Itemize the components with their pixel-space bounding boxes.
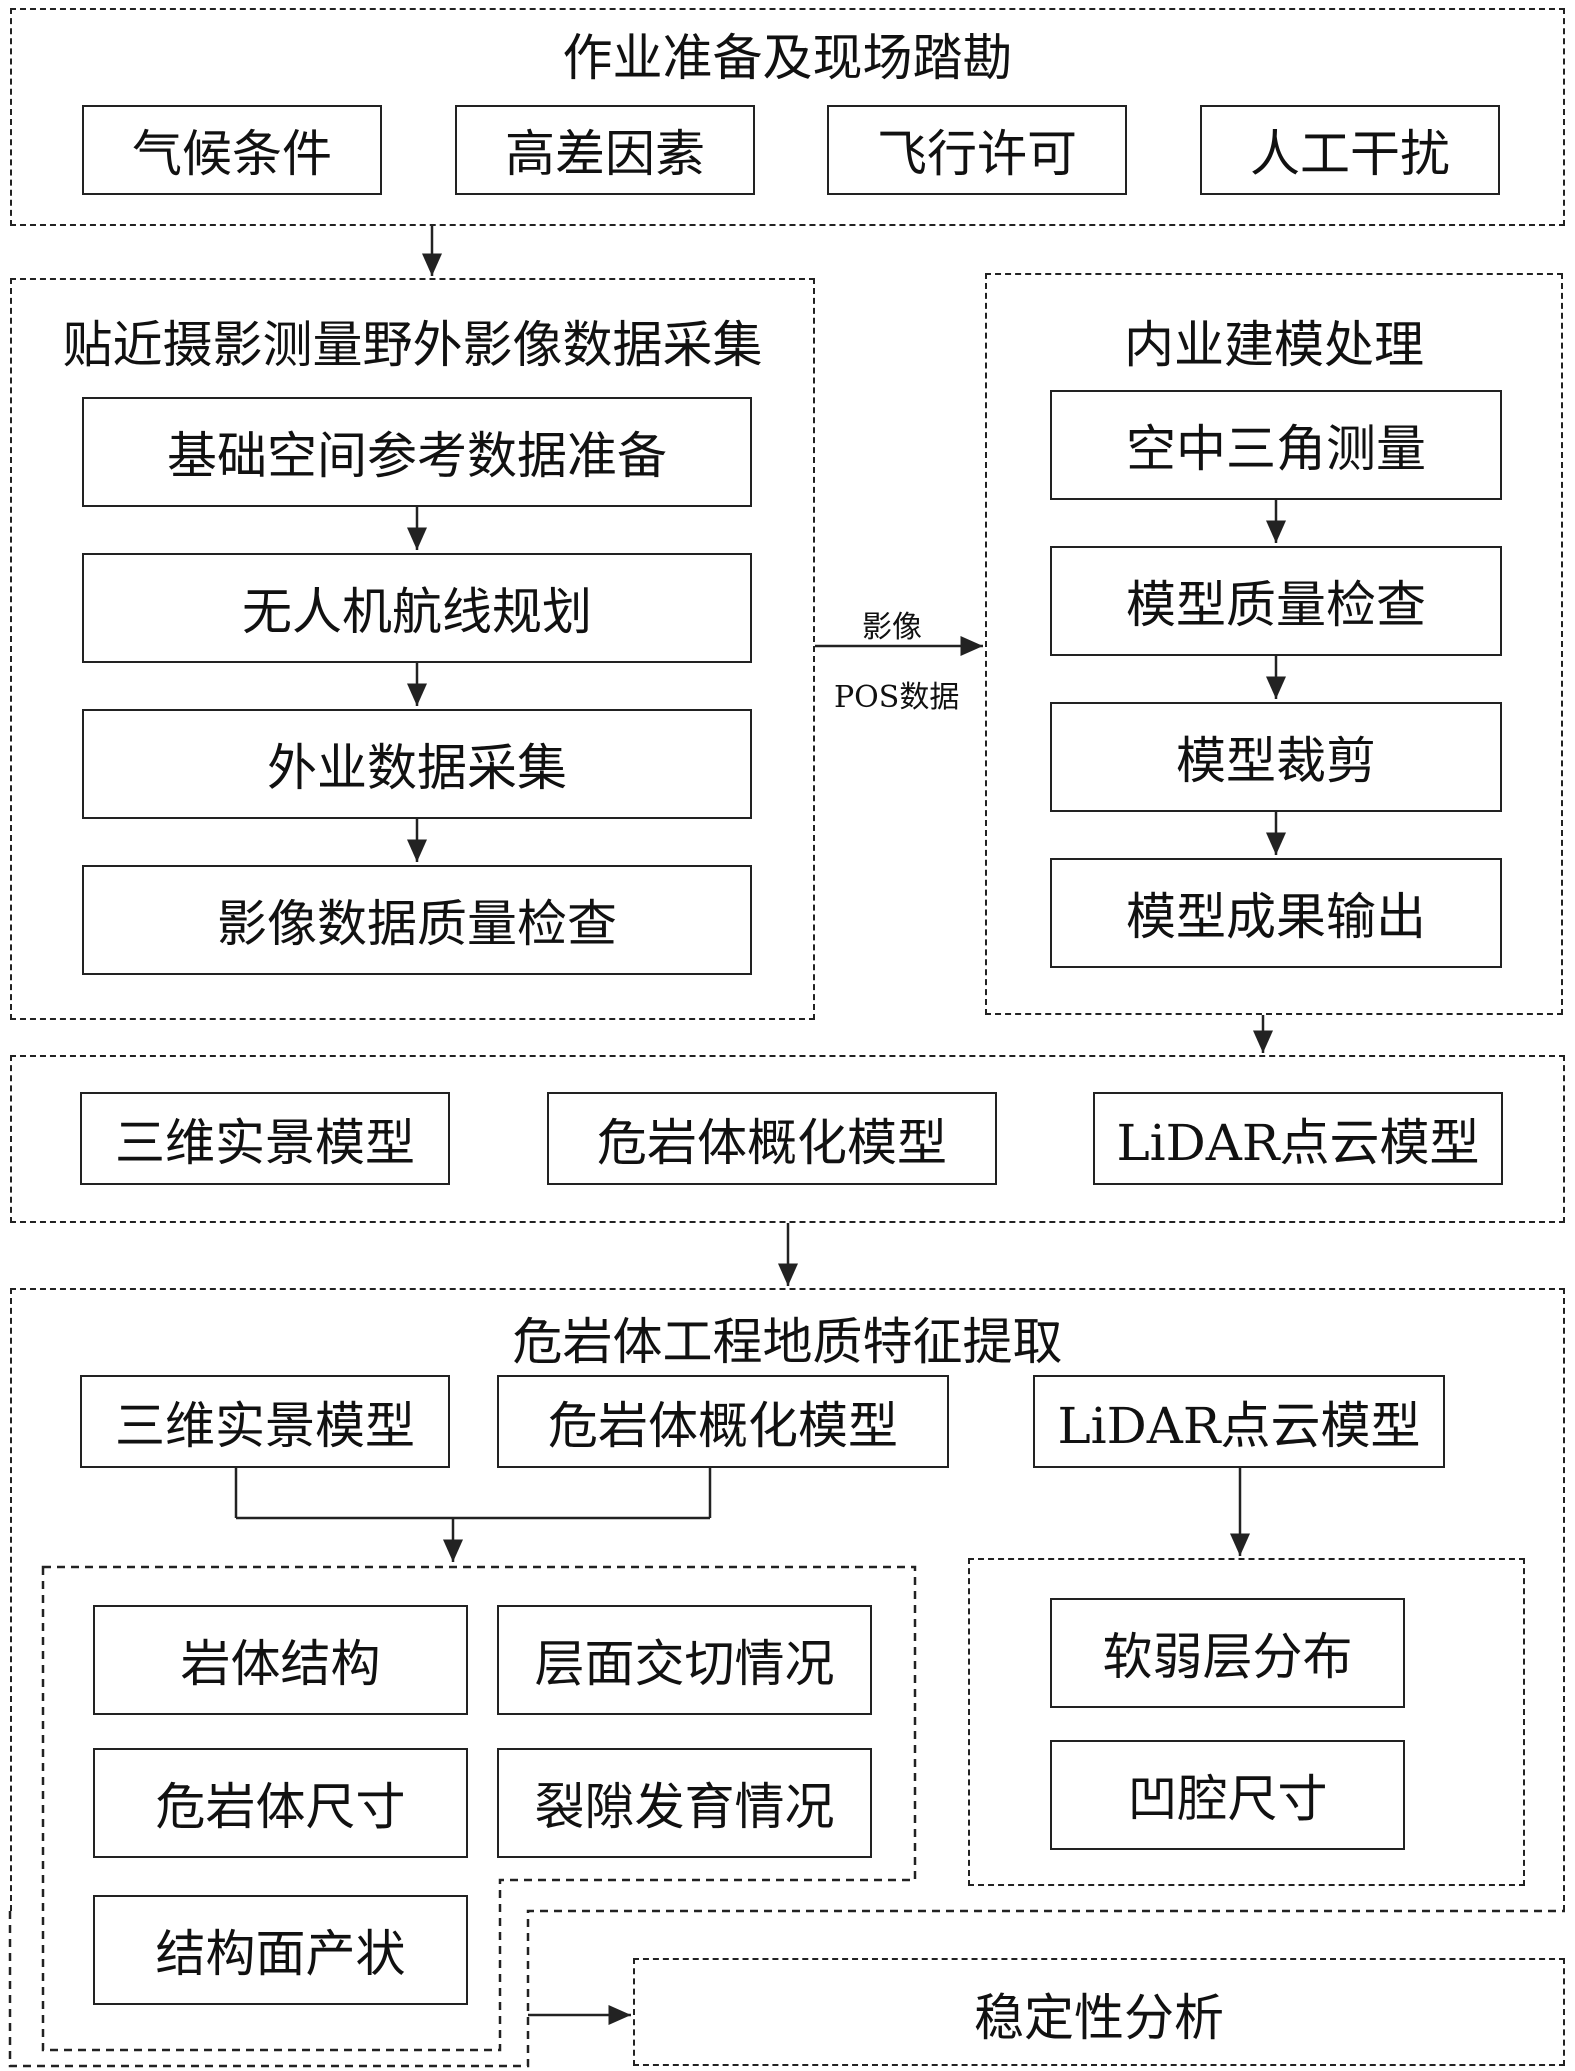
extraction-title: 危岩体工程地质特征提取	[512, 1313, 1063, 1371]
prep-item-climate: 气候条件	[82, 105, 382, 195]
office-step-model-output: 模型成果输出	[1050, 858, 1502, 968]
prep-item-elevation: 高差因素	[455, 105, 755, 195]
feature-rock-mass-size: 危岩体尺寸	[93, 1748, 468, 1858]
office-step-model-clipping: 模型裁剪	[1050, 702, 1502, 812]
feature-structural-plane-attitude: 结构面产状	[93, 1895, 468, 2005]
office-section	[985, 273, 1563, 1015]
feature-weak-layer-distribution: 软弱层分布	[1050, 1598, 1405, 1708]
feature-cavity-size: 凹腔尺寸	[1050, 1740, 1405, 1850]
stability-section	[633, 1958, 1565, 2066]
extraction-model-generalized: 危岩体概化模型	[497, 1375, 949, 1468]
extraction-section	[10, 1288, 1565, 1911]
prep-title: 作业准备及现场踏勘	[562, 29, 1013, 87]
office-step-aerotriangulation: 空中三角测量	[1050, 390, 1502, 500]
prep-item-human-interference: 人工干扰	[1200, 105, 1500, 195]
field-title: 贴近摄影测量野外影像数据采集	[62, 316, 763, 374]
model-lidar: LiDAR点云模型	[1093, 1092, 1503, 1185]
feature-fracture-development: 裂隙发育情况	[497, 1748, 872, 1858]
model-realscene: 三维实景模型	[80, 1092, 450, 1185]
feature-rock-structure: 岩体结构	[93, 1605, 468, 1715]
model-generalized: 危岩体概化模型	[547, 1092, 997, 1185]
field-step-quality-check: 影像数据质量检查	[82, 865, 752, 975]
extraction-model-lidar: LiDAR点云模型	[1033, 1375, 1445, 1468]
transfer-label-images: 影像	[862, 610, 922, 645]
right-features-group	[968, 1558, 1525, 1886]
field-section	[10, 278, 815, 1020]
stability-title: 稳定性分析	[974, 1989, 1224, 2047]
office-title: 内业建模处理	[1124, 316, 1424, 374]
feature-bedding-intersection: 层面交切情况	[497, 1605, 872, 1715]
field-step-route-planning: 无人机航线规划	[82, 553, 752, 663]
field-step-reference-data: 基础空间参考数据准备	[82, 397, 752, 507]
office-step-model-quality: 模型质量检查	[1050, 546, 1502, 656]
field-step-data-collection: 外业数据采集	[82, 709, 752, 819]
prep-item-flight-permit: 飞行许可	[827, 105, 1127, 195]
transfer-label-pos: POS数据	[834, 680, 960, 715]
prep-section	[10, 8, 1565, 226]
extraction-model-realscene: 三维实景模型	[80, 1375, 450, 1468]
models-section	[10, 1055, 1565, 1223]
